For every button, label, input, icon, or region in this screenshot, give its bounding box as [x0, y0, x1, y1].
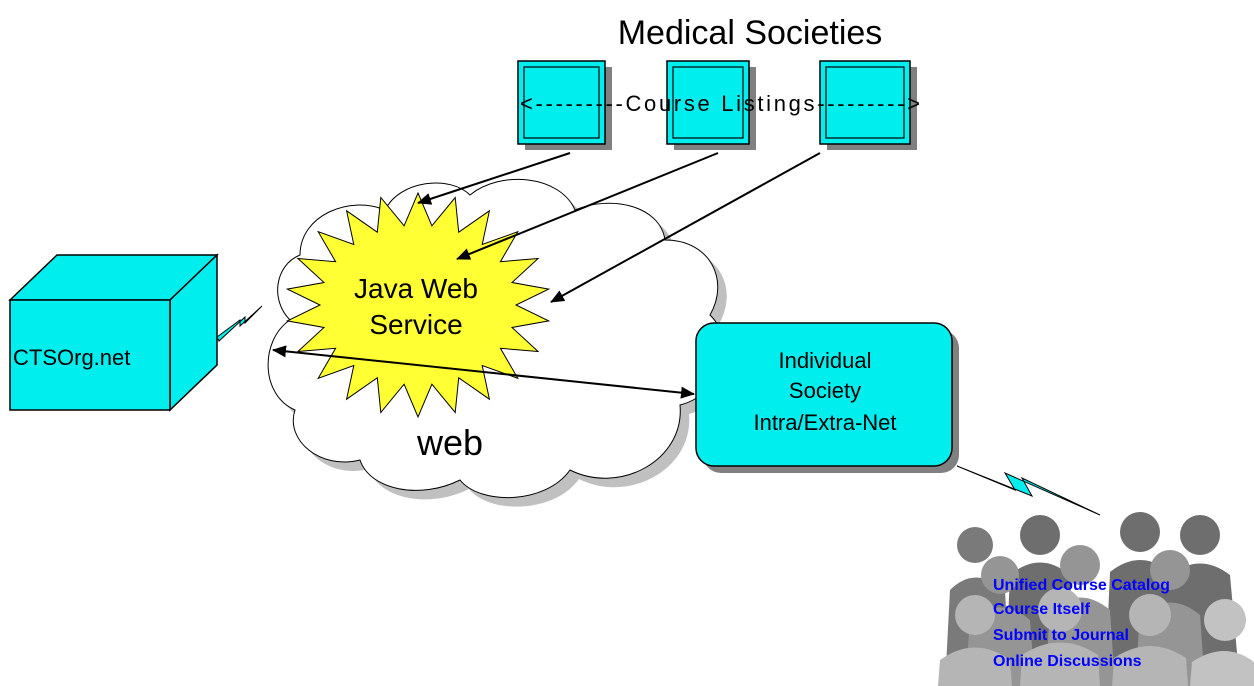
society-box-2	[666, 60, 756, 150]
medical-societies-title: Medical Societies	[618, 14, 883, 52]
audience-item-submit-to-journal[interactable]: Submit to Journal	[993, 627, 1129, 644]
java-web-service-line1: Java Web	[354, 273, 478, 304]
lightning-society-to-audience	[956, 465, 1101, 516]
arrow-society2-to-service	[456, 152, 719, 260]
individual-society-box	[695, 322, 959, 473]
arrow-society3-to-service	[550, 152, 821, 303]
individual-society-line1: Individual	[779, 348, 872, 373]
audience-item-unified-course-catalog[interactable]: Unified Course Catalog	[993, 577, 1170, 594]
individual-society-line2: Society	[789, 378, 861, 403]
individual-society-line3: Intra/Extra-Net	[753, 410, 896, 435]
arrow-society1-to-service	[417, 152, 571, 205]
lightning-cube-to-cloud	[216, 305, 263, 342]
audience-list: Unified Course Catalog Course Itself Sub…	[993, 577, 1170, 670]
arrow-ctsorg-society-net	[272, 345, 695, 399]
java-web-service-line2: Service	[369, 309, 462, 340]
society-box-3	[819, 60, 917, 150]
audience-crowd-image	[935, 512, 1254, 686]
society-box-1	[517, 60, 612, 150]
ctsorg-cube	[8, 253, 219, 412]
audience-item-online-discussions[interactable]: Online Discussions	[993, 653, 1142, 670]
audience-item-course-itself[interactable]: Course Itself	[993, 601, 1091, 618]
ctsorg-label: CTSOrg.net	[13, 345, 130, 370]
web-cloud-label: web	[416, 422, 483, 463]
